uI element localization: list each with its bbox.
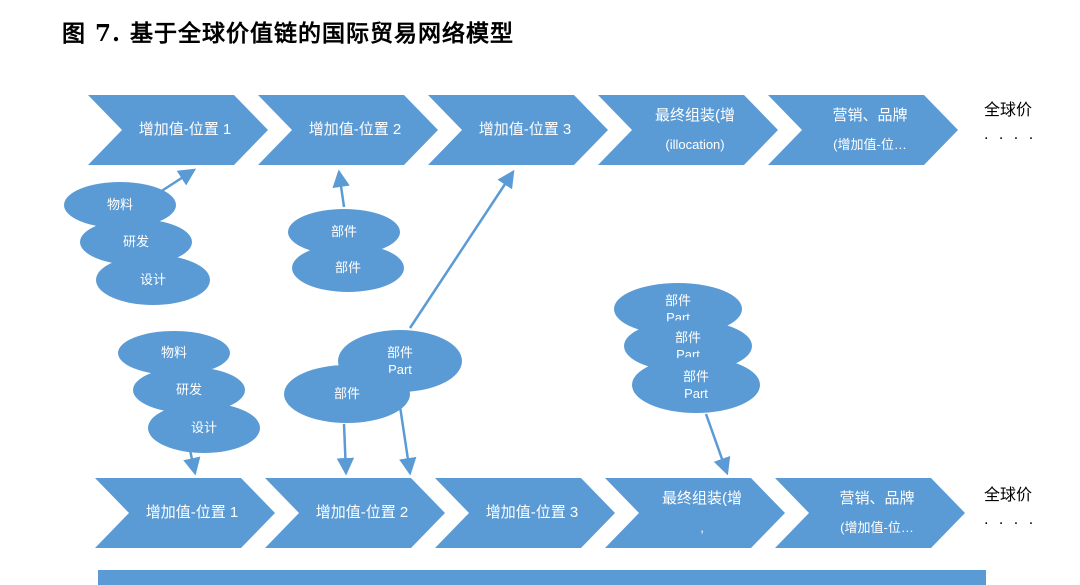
chevron-top-stage-5: 营销、品牌 (增加值-位… [768, 95, 958, 165]
bottom-cropped-shape [98, 570, 986, 585]
ellipse-part: 部件 [292, 244, 404, 292]
chevron-label: 增加值-位置 1 [138, 120, 232, 138]
chevron-label: 增加值-位置 2 [308, 120, 402, 138]
chevron-label: 营销、品牌 [839, 490, 915, 508]
ellipse-label: 部件 [333, 386, 360, 402]
ellipse-label: 设计 [139, 272, 166, 288]
ellipse-label: 部件 [664, 292, 691, 308]
chevron-top-stage-1: 增加值-位置 1 [88, 95, 268, 165]
ellipse-label-en: Part [684, 385, 708, 401]
ellipse-part: 部件 [284, 365, 410, 423]
bottom-chain-continuation-text: 全球价 . . . . [984, 485, 1037, 528]
chevron-label: 最终组装(增 [655, 107, 735, 125]
ellipse-label: 研发 [122, 234, 149, 250]
continuation-line: 全球价 [984, 100, 1033, 119]
ellipse-label: 研发 [175, 382, 202, 398]
chevron-label: 增加值-位置 3 [485, 503, 579, 521]
ellipse-design: 设计 [96, 255, 210, 305]
continuation-line: 全球价 [984, 485, 1033, 504]
chevron-sublabel: (illocation) [665, 136, 725, 152]
chevron-sublabel: , [700, 519, 704, 535]
ellipse-label: 部件 [386, 344, 413, 360]
ellipse-design: 设计 [148, 403, 260, 453]
chevron-label: 营销、品牌 [832, 107, 908, 125]
ellipse-part: 部件 Part [632, 357, 760, 413]
chevron-bottom-stage-3: 增加值-位置 3 [435, 478, 615, 548]
ellipse-label: 物料 [160, 345, 187, 361]
ellipse-label: 部件 [330, 224, 357, 240]
continuation-dots: . . . . [984, 512, 1037, 528]
chevron-label: 增加值-位置 3 [478, 120, 572, 138]
chevron-sublabel: (增加值-位… [840, 519, 914, 535]
ellipse-label: 部件 [682, 368, 709, 384]
ellipse-label: 设计 [190, 420, 217, 436]
ellipse-label-en: Part [388, 361, 412, 377]
chevron-label: 增加值-位置 2 [315, 503, 409, 521]
ellipse-label: 部件 [674, 329, 701, 345]
continuation-dots: . . . . [984, 127, 1037, 143]
chevron-label: 增加值-位置 1 [145, 503, 239, 521]
chevron-bottom-stage-2: 增加值-位置 2 [265, 478, 445, 548]
ellipse-label: 物料 [106, 197, 133, 213]
chevron-top-stage-3: 增加值-位置 3 [428, 95, 608, 165]
chevron-bottom-stage-4: 最终组装(增 , [605, 478, 785, 548]
chevron-bottom-stage-5: 营销、品牌 (增加值-位… [775, 478, 965, 548]
chevron-sublabel: (增加值-位… [833, 136, 907, 152]
figure-title: 图 7. 基于全球价值链的国际贸易网络模型 [62, 20, 515, 47]
ellipse-label: 部件 [334, 260, 361, 276]
chevron-top-stage-2: 增加值-位置 2 [258, 95, 438, 165]
chevron-label: 最终组装(增 [662, 490, 742, 508]
chevron-bottom-stage-1: 增加值-位置 1 [95, 478, 275, 548]
top-chain-continuation-text: 全球价 . . . . [984, 100, 1037, 143]
ellipse-materials: 物料 [118, 331, 230, 375]
chevron-top-stage-4: 最终组装(增 (illocation) [598, 95, 778, 165]
